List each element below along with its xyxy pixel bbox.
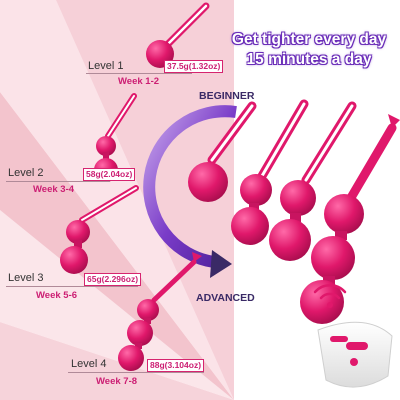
headline-line-2: 15 minutes a day (246, 51, 372, 68)
headline-line-1: Get tighter every day (231, 31, 387, 48)
level-3-weight: 65g(2.296oz) (84, 273, 142, 286)
level-2-weight: 58g(2.04oz) (83, 168, 136, 181)
product-level-1 (146, 2, 210, 68)
product-set-lineup (188, 99, 400, 324)
product-level-4 (118, 252, 202, 371)
beginner-label: BEGINNER (199, 90, 255, 102)
level-1-week: Week 1-2 (118, 76, 160, 87)
level-3-label: Level 3 (8, 272, 44, 284)
progression-arc (143, 105, 237, 278)
level-4-week: Week 7-8 (96, 376, 138, 387)
advanced-label: ADVANCED (196, 292, 255, 304)
remote-control-icon (317, 321, 393, 388)
level-1-underline (86, 73, 192, 74)
level-4-label: Level 4 (71, 358, 107, 370)
level-1-label: Level 1 (88, 60, 124, 72)
level-1-weight: 37.5g(1.32oz) (164, 60, 224, 73)
level-3-underline (6, 286, 138, 287)
level-4-weight: 88g(3.104oz) (147, 359, 205, 372)
arrow-right-icon (210, 250, 232, 278)
level-2-underline (6, 181, 110, 182)
level-2-week: Week 3-4 (33, 184, 75, 195)
wireless-signal-icon (313, 283, 347, 308)
product-level-3 (60, 185, 139, 274)
level-4-underline (68, 372, 204, 373)
level-2-label: Level 2 (8, 167, 44, 179)
level-3-week: Week 5-6 (36, 290, 78, 301)
